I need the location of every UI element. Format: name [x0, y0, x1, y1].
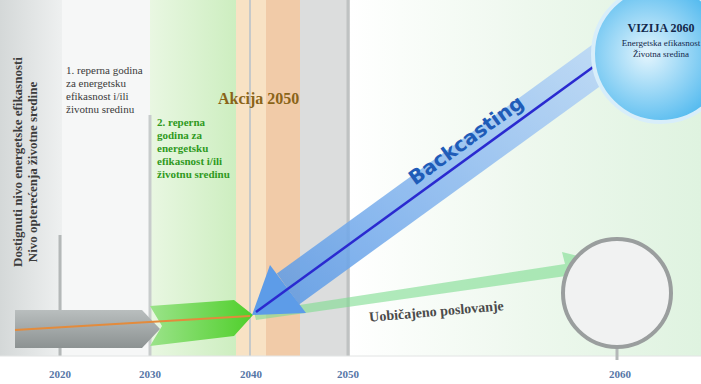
vision-text: VIZIJA 2060Energetska efikasnostŽivotna …: [590, 0, 701, 61]
milestone-note: 1. reperna godina za energetsku efikasno…: [66, 64, 146, 116]
vision-circle: VIZIJA 2060Energetska efikasnostŽivotna …: [590, 0, 701, 125]
circle-outline: [590, 0, 701, 125]
vision-item: Životna sredina: [590, 49, 701, 60]
year-tick: 2040: [240, 368, 262, 380]
action-label: Akcija 2050: [218, 90, 299, 108]
vision-title: VIZIJA 2060: [590, 21, 701, 36]
year-tick: 2060: [609, 368, 631, 380]
year-tick: 2020: [49, 368, 71, 380]
year-tick: 2050: [337, 368, 359, 380]
vision-item: Energetska efikasnost: [590, 38, 701, 49]
year-tick: 2030: [139, 368, 161, 380]
axis-title: Dostignuti nivo energetske efikasnosti: [10, 57, 26, 267]
axis-title: Nivo opterećenja životne sredine: [25, 82, 41, 262]
milestone-note: 2. reperna godina za energetsku efikasno…: [157, 116, 233, 181]
